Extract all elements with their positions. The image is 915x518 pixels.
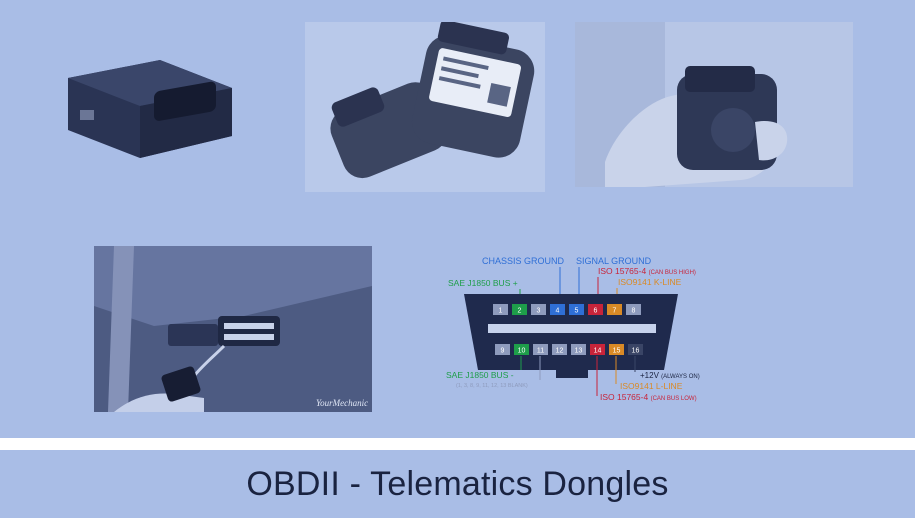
bottom-pin-row: 9 10 11 12 13 14 15 16 — [495, 344, 643, 355]
signal-ground-label: SIGNAL GROUND — [576, 256, 652, 266]
pin-label: 14 — [594, 348, 602, 355]
image-collage: YourMechanic CHASSIS GROUND SIGNAL GROUN… — [0, 0, 915, 438]
photo-dash-port: YourMechanic — [94, 246, 372, 412]
pinout-diagram: CHASSIS GROUND SIGNAL GROUND ISO 15765-4… — [438, 246, 738, 412]
label-dongles-icon — [305, 22, 545, 192]
top-pin-row: 1 2 3 4 5 6 7 8 — [493, 304, 641, 315]
iso9141-k-label: ISO9141 K-LINE — [618, 277, 682, 287]
pin-label: 16 — [632, 348, 640, 355]
divider — [0, 438, 915, 450]
caption-bar: OBDII - Telematics Dongles — [0, 450, 915, 518]
dash-port-icon: YourMechanic — [94, 246, 372, 412]
pin-label: 9 — [501, 348, 505, 355]
pin-label: 4 — [556, 308, 560, 315]
pin-label: 12 — [556, 348, 564, 355]
photo-hand-dongle — [575, 22, 853, 187]
chassis-ground-label: CHASSIS GROUND — [482, 256, 565, 266]
pin-label: 5 — [575, 308, 579, 315]
j1850-plus-label: SAE J1850 BUS + — [448, 278, 518, 288]
j1850-minus-label: SAE J1850 BUS - — [446, 370, 514, 380]
pin-label: 11 — [537, 348, 544, 355]
v12-label: +12V (ALWAYS ON) — [640, 371, 700, 380]
pin-label: 13 — [575, 348, 583, 355]
photo-label-dongles — [305, 22, 545, 192]
black-dongle-icon — [62, 48, 240, 160]
pin-label: 2 — [518, 308, 522, 315]
pin-label: 7 — [613, 308, 617, 315]
photo-black-dongle — [62, 48, 240, 160]
pin-label: 6 — [594, 308, 598, 315]
pin-label: 10 — [518, 348, 526, 355]
hand-dongle-icon — [575, 22, 853, 187]
pin-label: 8 — [632, 308, 636, 315]
iso9141-l-label: ISO9141 L-LINE — [620, 381, 683, 391]
pin-label: 3 — [537, 308, 541, 315]
iso15765-high-label: ISO 15765-4 (CAN BUS HIGH) — [598, 266, 696, 276]
iso15765-low-label: ISO 15765-4 (CAN BUS LOW) — [600, 392, 697, 402]
blank-pins-note: (1, 3, 8, 9, 11, 12, 13 BLANK) — [456, 383, 528, 389]
slide-caption: OBDII - Telematics Dongles — [246, 464, 669, 503]
pin-label: 1 — [499, 308, 503, 315]
pin-label: 15 — [613, 348, 621, 355]
watermark-text: YourMechanic — [316, 398, 368, 408]
pinout-diagram-svg: CHASSIS GROUND SIGNAL GROUND ISO 15765-4… — [446, 256, 700, 402]
